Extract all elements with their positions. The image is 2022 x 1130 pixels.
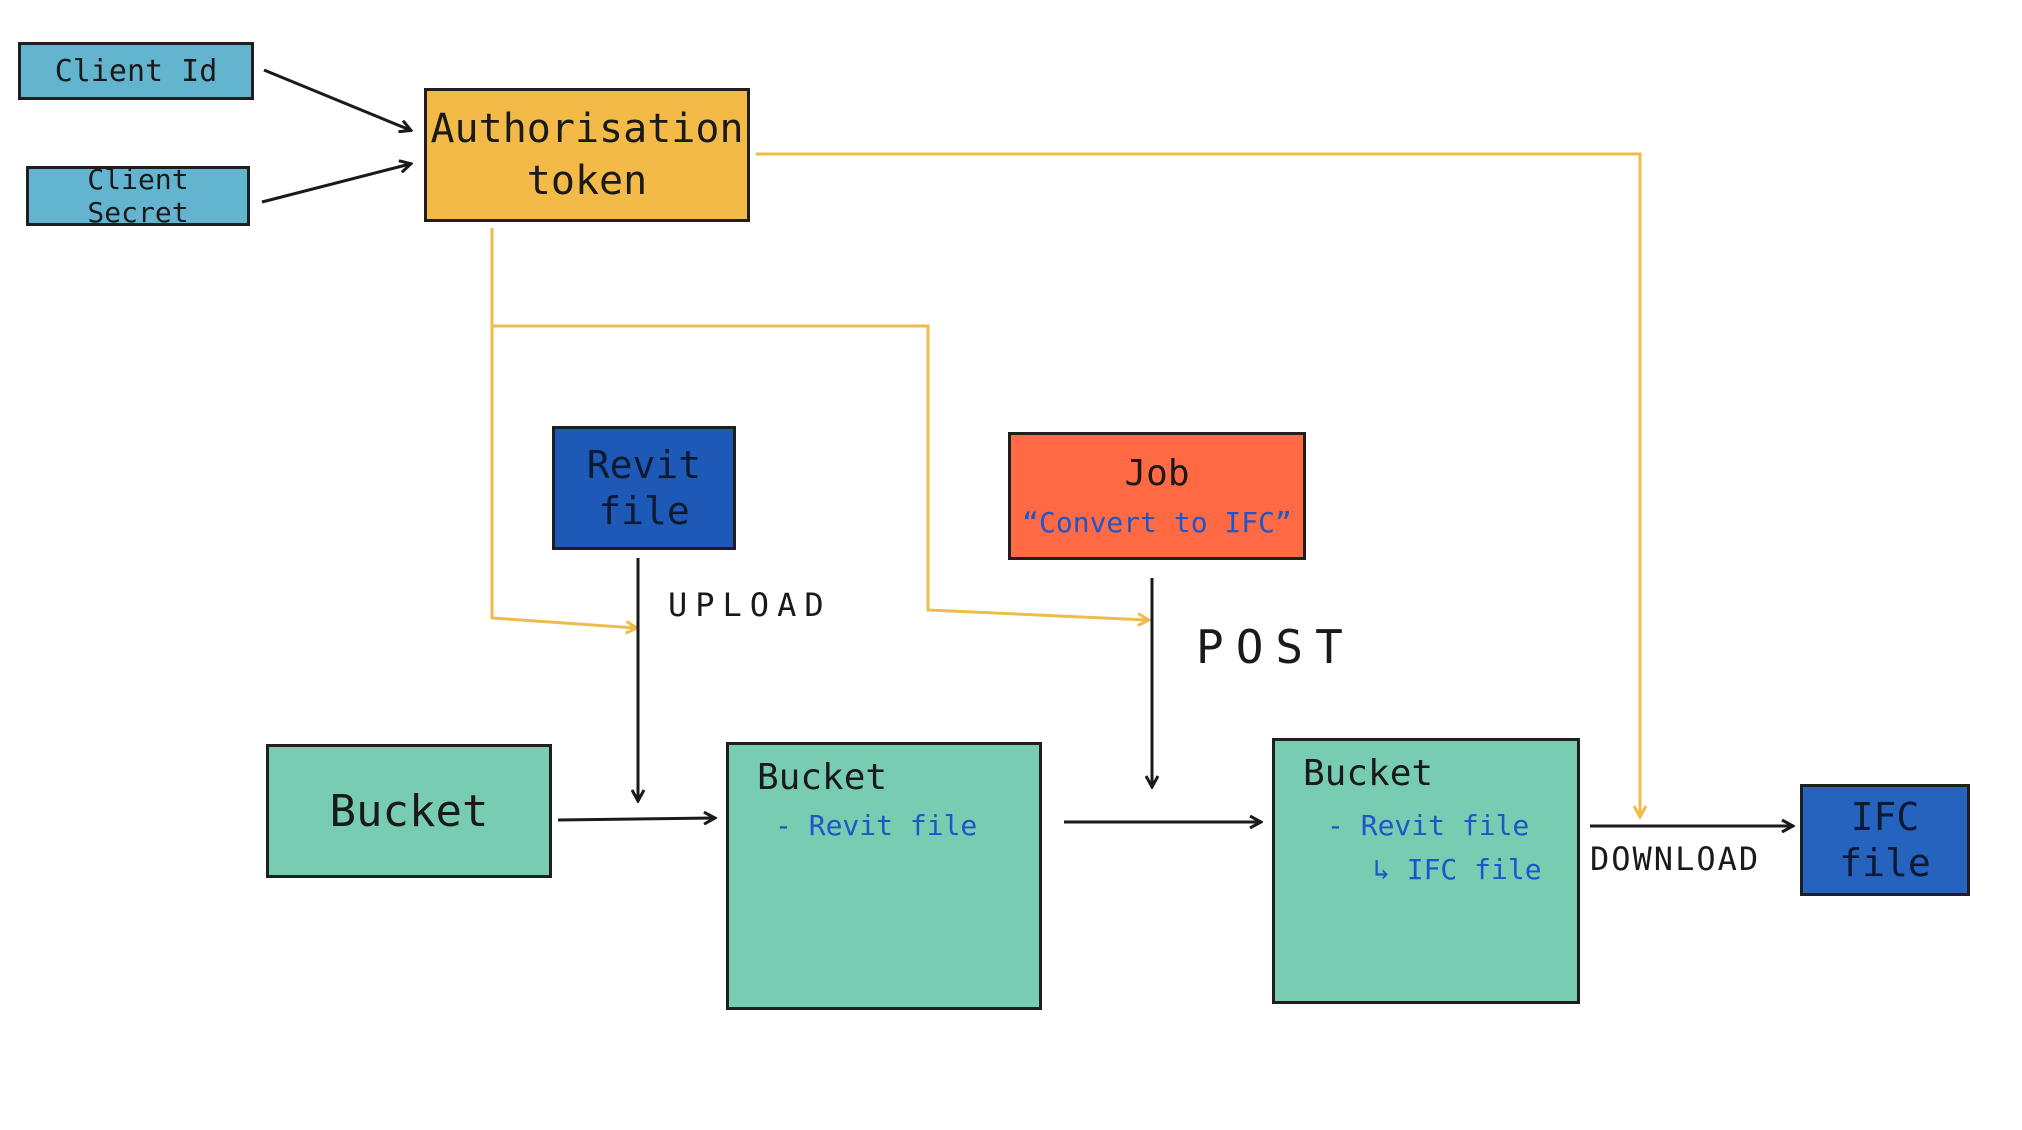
edge-token-to-post [492,324,1148,620]
bucket-revit-title: Bucket [757,757,888,798]
client-secret-box: Client Secret [26,163,250,229]
authorisation-token-box: Authorisation token [424,88,750,222]
bucket-revit-item: - Revit file [775,809,978,842]
auth-token-line1: Authorisation [430,106,744,152]
bucket-ifc-item-ifc: ↳ IFC file [1373,853,1542,886]
client-id-box: Client Id [18,42,254,100]
bucket-ifc-title: Bucket [1303,753,1434,794]
revit-file-line2: file [598,489,690,533]
revit-file-box: Revit file [552,426,736,550]
client-secret-label: Client Secret [87,163,189,229]
edge-client-id-to-token [263,68,410,130]
post-label: POST [1196,620,1355,674]
edge-token-to-download [756,152,1640,816]
ifc-file-line1: IFC [1850,795,1920,839]
download-label: DOWNLOAD [1590,840,1761,878]
ifc-file-box: IFC file [1800,784,1970,896]
client-id-label: Client Id [54,53,218,89]
bucket-ifc-box: Bucket - Revit file ↳ IFC file [1272,738,1580,1004]
ifc-file-line2: file [1839,841,1931,885]
auth-token-line2: token [526,158,648,204]
revit-file-line1: Revit [586,443,702,487]
bucket-revit-box: Bucket - Revit file [726,742,1042,1010]
edge-token-to-upload [490,228,636,628]
upload-label: UPLOAD [668,586,832,624]
job-box: Job “Convert to IFC” [1008,432,1306,560]
job-title: Job [1124,453,1190,494]
job-subtitle: “Convert to IFC” [1022,506,1292,539]
bucket-empty-box: Bucket [266,744,552,878]
edge-client-secret-to-token [261,164,410,204]
bucket-empty-label: Bucket [329,785,489,837]
edge-bucket-to-bucket-revit [557,818,714,820]
bucket-ifc-item-revit: - Revit file [1327,809,1530,842]
